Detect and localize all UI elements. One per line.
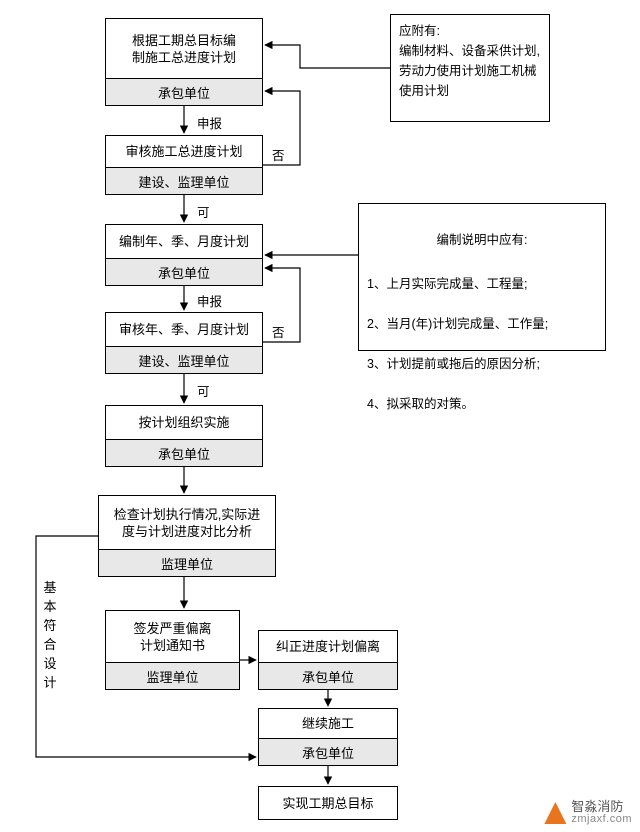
node-actor: 建设、监理单位 <box>106 346 262 373</box>
edge-label-shenbao-2: 申报 <box>196 291 224 310</box>
node-n10: 实现工期总目标 <box>258 786 398 820</box>
triangle-logo-icon <box>544 802 567 824</box>
note-attachments: 应附有: 编制材料、设备采供计划,劳动力使用计划施工机械使用计划 <box>390 14 550 122</box>
node-actor: 监理单位 <box>106 662 239 689</box>
node-actor: 承包单位 <box>106 258 262 285</box>
watermark: 智淼消防 zmjaxf.com <box>544 800 632 826</box>
edge-label-ke-1: 可 <box>196 202 211 221</box>
node-title: 纠正进度计划偏离 <box>275 639 380 654</box>
node-n1: 根据工期总目标编 制施工总进度计划 承包单位 <box>105 18 263 106</box>
node-actor: 监理单位 <box>99 549 275 576</box>
node-title: 审核施工总进度计划 <box>125 144 243 159</box>
edge-label-fou-1: 否 <box>271 145 286 164</box>
node-n3: 编制年、季、月度计划 承包单位 <box>105 224 263 286</box>
node-title: 实现工期总目标 <box>282 795 374 811</box>
node-title: 检查计划执行情况,实际进 度与计划进度对比分析 <box>113 506 261 539</box>
edge-label-fou-2: 否 <box>271 322 286 341</box>
edge-label-shenbao-1: 申报 <box>196 113 224 132</box>
node-title: 继续施工 <box>301 716 354 731</box>
node-n9: 继续施工 承包单位 <box>258 708 398 766</box>
node-actor: 承包单位 <box>259 662 397 689</box>
watermark-domain: zmjaxf.com <box>571 813 632 825</box>
edge-label-basic-conform: 基本符合设计 <box>43 580 57 690</box>
node-title: 审核年、季、月度计划 <box>118 322 249 337</box>
node-actor: 承包单位 <box>106 439 262 466</box>
note-title: 编制说明中应有: <box>436 233 528 247</box>
node-n4: 审核年、季、月度计划 建设、监理单位 <box>105 312 263 374</box>
watermark-brand: 智淼消防 <box>571 799 624 814</box>
node-actor: 承包单位 <box>106 78 262 105</box>
edge-label-ke-2: 可 <box>196 381 211 400</box>
node-n7: 签发严重偏离 计划通知书 监理单位 <box>105 610 240 690</box>
node-n8: 纠正进度计划偏离 承包单位 <box>258 630 398 690</box>
node-title: 编制年、季、月度计划 <box>118 234 249 249</box>
node-title: 按计划组织实施 <box>138 415 230 430</box>
node-actor: 承包单位 <box>259 738 397 765</box>
node-n2: 审核施工总进度计划 建设、监理单位 <box>105 135 263 195</box>
node-n6: 检查计划执行情况,实际进 度与计划进度对比分析 监理单位 <box>98 495 276 577</box>
node-actor: 建设、监理单位 <box>106 167 262 194</box>
node-n5: 按计划组织实施 承包单位 <box>105 405 263 467</box>
node-title: 根据工期总目标编 制施工总进度计划 <box>131 32 236 65</box>
node-title: 签发严重偏离 计划通知书 <box>133 620 212 653</box>
note-compilation: 编制说明中应有: 1、上月实际完成量、工程量; 2、当月(年)计划完成量、工作量… <box>358 203 606 411</box>
note-body: 1、上月实际完成量、工程量; 2、当月(年)计划完成量、工作量; 3、计划提前或… <box>367 277 549 411</box>
